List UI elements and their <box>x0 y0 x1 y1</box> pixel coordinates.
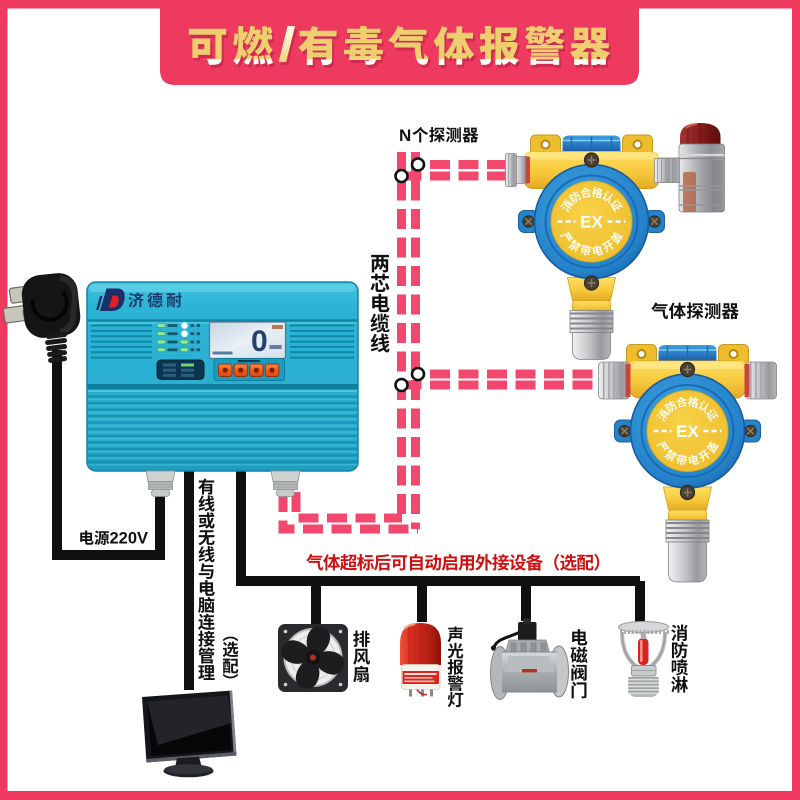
svg-text:N: N <box>399 126 411 145</box>
svg-text:EX: EX <box>676 422 699 441</box>
svg-text:220V: 220V <box>110 530 149 548</box>
svg-text:0: 0 <box>251 325 268 358</box>
svg-text:EX: EX <box>580 213 603 232</box>
